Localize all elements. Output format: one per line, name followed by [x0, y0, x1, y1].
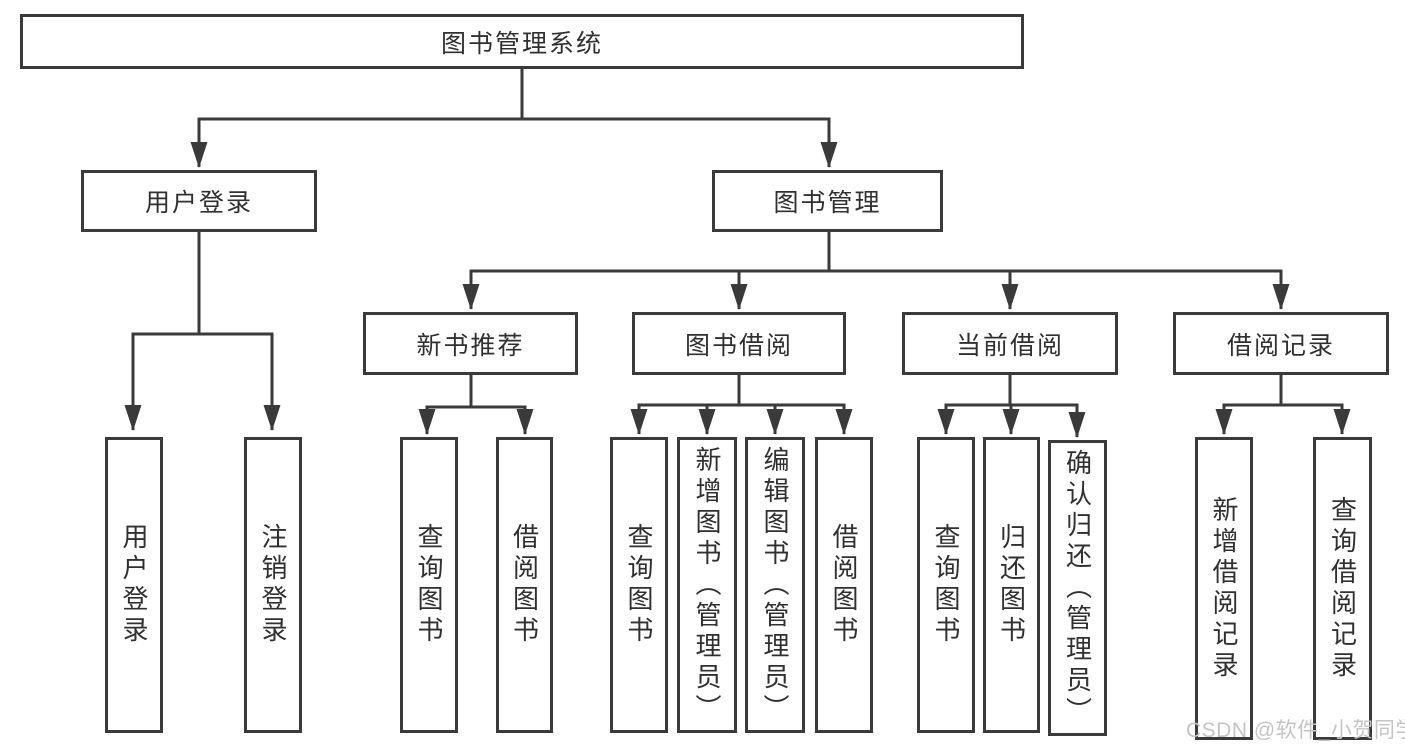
node-user-login: 用户登录	[81, 170, 317, 232]
leaf-logout-label: 注销登录	[258, 523, 288, 647]
csdn-watermark: CSDN @软件_小贺同学	[1186, 719, 1405, 742]
node-new-book-recommendation: 新书推荐	[363, 312, 578, 375]
node-book-management-label: 图书管理	[773, 189, 882, 217]
node-borrowing-records: 借阅记录	[1173, 312, 1389, 375]
leaf-rec-query-books-label: 查询图书	[414, 523, 444, 647]
leaf-records-add-record-label: 新增借阅记录	[1209, 495, 1239, 682]
leaf-current-query-books: 查询图书	[917, 437, 975, 733]
node-current-borrowing: 当前借阅	[902, 312, 1118, 375]
node-current-borrowing-label: 当前借阅	[955, 331, 1064, 360]
leaf-records-query-record-label: 查询借阅记录	[1327, 495, 1358, 682]
leaf-current-confirm-return-admin-label: 确认归还（管理员）	[1062, 448, 1093, 728]
leaf-current-return-books: 归还图书	[983, 437, 1040, 733]
leaf-user-login: 用户登录	[105, 437, 163, 733]
node-book-borrowing-label: 图书借阅	[684, 331, 793, 360]
node-borrowing-records-label: 借阅记录	[1226, 331, 1335, 360]
leaf-current-return-books-label: 归还图书	[996, 523, 1027, 647]
leaf-records-add-record: 新增借阅记录	[1195, 437, 1253, 740]
leaf-user-login-label: 用户登录	[119, 523, 149, 647]
leaf-borrow-add-books-admin: 新增图书（管理员）	[677, 437, 737, 733]
node-new-book-recommendation-label: 新书推荐	[416, 331, 525, 360]
leaf-borrow-borrow-books-label: 借阅图书	[829, 523, 859, 647]
node-user-login-label: 用户登录	[144, 189, 253, 217]
leaf-current-confirm-return-admin: 确认归还（管理员）	[1048, 440, 1107, 736]
node-book-management: 图书管理	[712, 170, 943, 232]
leaf-logout: 注销登录	[244, 437, 302, 733]
leaf-borrow-add-books-admin-label: 新增图书（管理员）	[692, 445, 722, 725]
leaf-rec-borrow-books-label: 借阅图书	[509, 523, 540, 647]
leaf-records-query-record: 查询借阅记录	[1313, 437, 1372, 740]
root-node-label: 图书管理系统	[440, 29, 603, 58]
leaf-borrow-edit-books-admin-label: 编辑图书（管理员）	[760, 445, 790, 725]
leaf-borrow-edit-books-admin: 编辑图书（管理员）	[745, 437, 805, 733]
leaf-borrow-query-books-label: 查询图书	[624, 523, 654, 647]
leaf-borrow-borrow-books: 借阅图书	[815, 437, 873, 733]
leaf-rec-borrow-books: 借阅图书	[496, 437, 553, 733]
node-book-borrowing: 图书借阅	[632, 312, 846, 375]
leaf-current-query-books-label: 查询图书	[931, 523, 961, 647]
leaf-rec-query-books: 查询图书	[400, 437, 458, 733]
root-node-library-management-system: 图书管理系统	[20, 14, 1024, 69]
leaf-borrow-query-books: 查询图书	[610, 437, 668, 733]
